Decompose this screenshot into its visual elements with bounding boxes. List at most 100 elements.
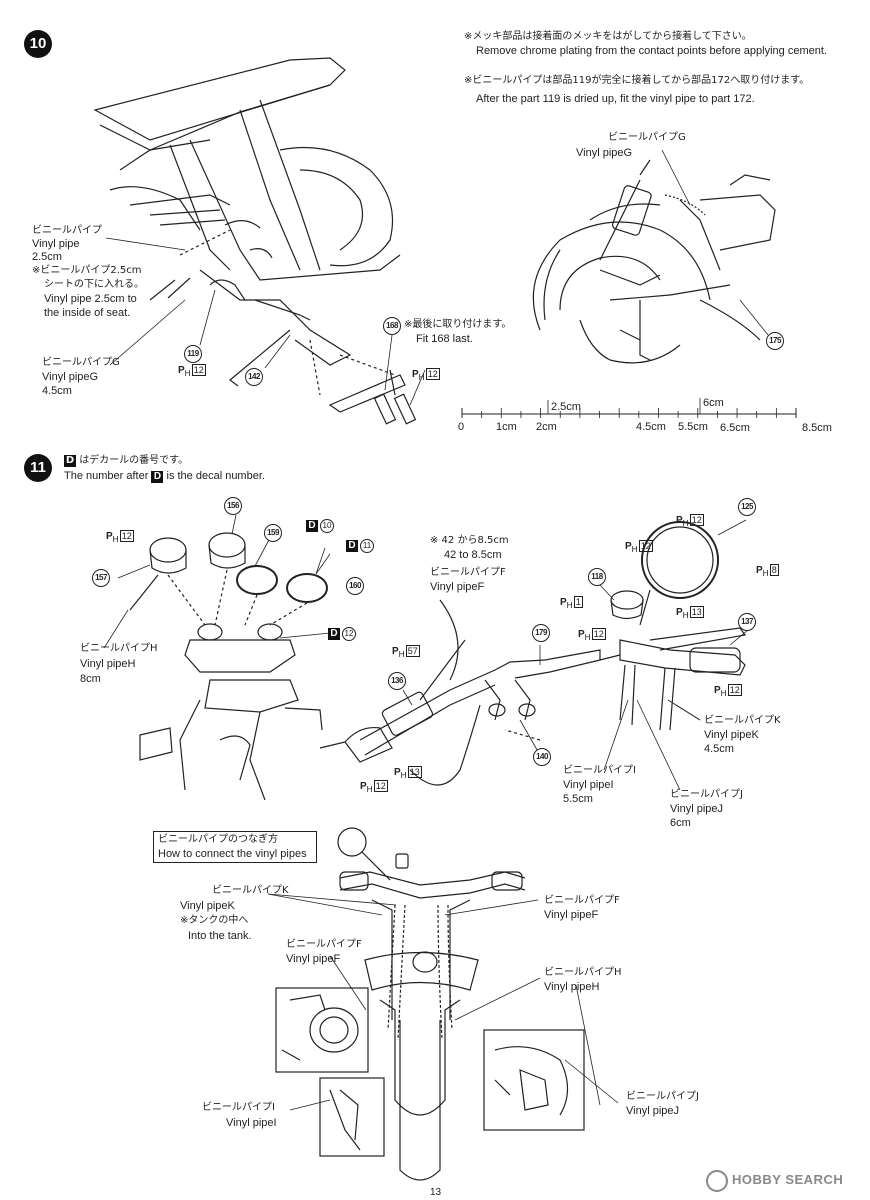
connect-tank-jp: ※タンクの中へ	[180, 915, 249, 926]
step-10-badge: 10	[24, 30, 52, 58]
vinyl-left-len: 2.5cm	[32, 251, 62, 263]
vinyl-j-len: 6cm	[670, 817, 691, 829]
ruler-tick-1cm: 1cm	[496, 421, 517, 433]
connect-tank-en: Into the tank.	[188, 930, 252, 942]
part-159: 159	[264, 524, 282, 542]
ruler-tick-6-5cm: 6.5cm	[720, 422, 750, 434]
part-157: 157	[92, 569, 110, 587]
ph-number: 57	[405, 645, 420, 657]
vinyl-g-top-jp: ビニールパイプG	[608, 132, 686, 143]
connect-title-box: ビニールパイプのつなぎ方 How to connect the vinyl pi…	[153, 831, 317, 863]
decal-d-box: D	[328, 628, 340, 640]
vinyl-g-len: 4.5cm	[42, 385, 72, 397]
connect-k-jp: ビニールパイプK	[212, 885, 289, 896]
vinyl-h-len: 8cm	[80, 673, 101, 685]
page-number: 13	[430, 1187, 442, 1198]
ph-number: 12	[689, 514, 704, 526]
vinyl-j-en: Vinyl pipeJ	[670, 803, 723, 815]
ph-number: 13	[689, 606, 704, 618]
vinyl-i-len: 5.5cm	[563, 793, 593, 805]
vinyl-f-en: Vinyl pipeF	[430, 581, 485, 593]
vinyl-j-jp: ビニールパイプJ	[670, 789, 743, 800]
decal-d-box: D	[346, 540, 358, 552]
ph-number: 8	[769, 564, 779, 576]
vinyl-left-jp: ビニールパイプ	[32, 225, 102, 236]
connect-title-en: How to connect the vinyl pipes	[158, 848, 307, 860]
vinyl-g-jp: ビニールパイプG	[42, 357, 120, 368]
connect-i-en: Vinyl pipeI	[226, 1117, 277, 1129]
part-118: 118	[588, 568, 606, 586]
ph-number: 12	[591, 628, 606, 640]
connect-k-en: Vinyl pipeK	[180, 900, 235, 912]
seat-note-jp2: シートの下に入れる。	[44, 279, 144, 290]
part-137: 137	[738, 613, 756, 631]
ph-number: 13	[407, 766, 422, 778]
ruler-upper-2-5: 2.5cm	[551, 401, 581, 413]
ruler-tick-2cm: 2cm	[536, 421, 557, 433]
part-160: 160	[346, 577, 364, 595]
watermark-text: HOBBY SEARCH	[732, 1172, 844, 1187]
ruler-tick-8-5cm: 8.5cm	[802, 422, 832, 434]
p42-note-en: 42 to 8.5cm	[444, 549, 502, 561]
vinyl-k-jp: ビニールパイプK	[704, 715, 781, 726]
connect-j-en: Vinyl pipeJ	[626, 1105, 679, 1117]
vinyl-g-en: Vinyl pipeG	[42, 371, 99, 383]
ruler-tick-4-5cm: 4.5cm	[636, 421, 666, 433]
connect-i-jp: ビニールパイプI	[202, 1102, 275, 1113]
chrome-note-en: Remove chrome plating from the contact p…	[476, 45, 827, 57]
part-142: 142	[245, 368, 263, 386]
vinyl-h-jp: ビニールパイプH	[80, 643, 158, 654]
ph-number: 12	[425, 368, 440, 380]
vinyl-g-top-en: Vinyl pipeG	[576, 147, 633, 159]
connect-f2-jp: ビニールパイプF	[286, 939, 362, 950]
vinyl-f-jp: ビニールパイプF	[430, 567, 506, 578]
seat-note-en1: Vinyl pipe 2.5cm to	[44, 293, 137, 305]
decal-number: 11	[360, 539, 374, 553]
part-119: 119	[184, 345, 202, 363]
connect-h-en: Vinyl pipeH	[544, 981, 600, 993]
ph-number: 12	[727, 684, 742, 696]
ruler-upper-6: 6cm	[703, 397, 724, 409]
vinyl-k-len: 4.5cm	[704, 743, 734, 755]
fit-last-en: Fit 168 last.	[416, 333, 473, 345]
connect-f-jp: ビニールパイプF	[544, 895, 620, 906]
part-175: 175	[766, 332, 784, 350]
part-136: 136	[388, 672, 406, 690]
seat-note-en2: the inside of seat.	[44, 307, 131, 319]
decal-number: 12	[342, 627, 356, 641]
watermark-circle-icon	[706, 1170, 728, 1192]
ph-number: 12	[191, 364, 206, 376]
vinyl-i-en: Vinyl pipeI	[563, 779, 614, 791]
ph-number: 12	[638, 540, 653, 552]
decal-number: 10	[320, 519, 334, 533]
decal-note-jp: D はデカールの番号です。	[64, 454, 188, 468]
decal-note-jp-text: はデカールの番号です。	[79, 455, 189, 466]
watermark-logo: HOBBY SEARCH	[706, 1170, 862, 1192]
part-168: 168	[383, 317, 401, 335]
vinyl-k-en: Vinyl pipeK	[704, 729, 759, 741]
fit-last-jp: ※最後に取り付けます。	[404, 319, 512, 330]
part-179: 179	[532, 624, 550, 642]
ruler-tick-5-5cm: 5.5cm	[678, 421, 708, 433]
connect-h-jp: ビニールパイプH	[544, 967, 622, 978]
p42-note-jp: ※ 42 から8.5cm	[430, 535, 509, 546]
decal-note-en: The number after D is the decal number.	[64, 469, 265, 483]
ph-number: 12	[373, 780, 388, 792]
vinyl-i-jp: ビニールパイプI	[563, 765, 636, 776]
